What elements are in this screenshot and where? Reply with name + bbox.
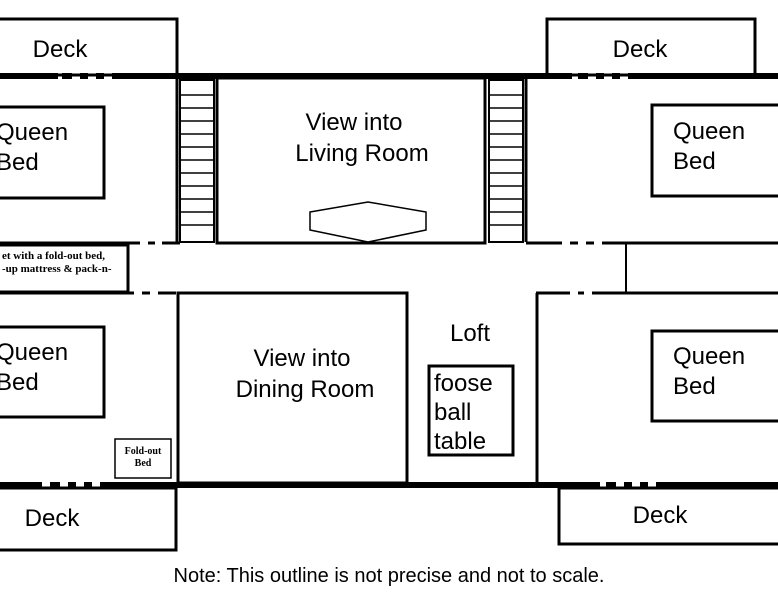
queen-bed-bottom-right: [650, 329, 778, 423]
deck-bottom-left: [0, 486, 178, 552]
deck-label: Deck: [33, 36, 89, 63]
stairs-left: [179, 79, 215, 243]
queen-bed-label: Queen: [0, 119, 68, 146]
closet-label: et with a fold-out bed,: [2, 250, 105, 262]
note: Note: This outline is not precise and no…: [174, 565, 605, 587]
stairs-right: [488, 79, 524, 243]
living-room-label: Living Room: [295, 140, 428, 167]
queen-bed-label: Queen: [0, 339, 68, 366]
deck-label: Deck: [613, 36, 669, 63]
foosball-label: table: [434, 428, 486, 455]
dining-room-label: Dining Room: [236, 376, 375, 403]
foosball-label: foose: [434, 370, 493, 397]
table-shape: [309, 201, 427, 243]
closet-label: -up mattress & pack-n-: [2, 263, 112, 275]
queen-bed-label: Bed: [0, 369, 39, 396]
queen-bed-top-right: [650, 103, 778, 198]
deck-label: Deck: [633, 502, 689, 529]
foldout-bed-label: Bed: [135, 458, 152, 469]
foldout-bed: [114, 438, 172, 479]
living-room-view: [215, 76, 487, 245]
queen-bed-label: Bed: [673, 373, 716, 400]
queen-bed-top-left: [0, 105, 106, 200]
foosball-table: [427, 364, 515, 457]
queen-bed-label: Queen: [673, 343, 745, 370]
deck-label: Deck: [25, 505, 81, 532]
deck-bottom-right: [557, 486, 778, 546]
living-room-label: View into: [306, 109, 403, 136]
queen-bed-label: Bed: [673, 148, 716, 175]
dining-room-label: View into: [254, 345, 351, 372]
foosball-label: ball: [434, 399, 471, 426]
queen-bed-bottom-left: [0, 325, 106, 419]
deck-top-left: [0, 17, 179, 77]
foldout-bed-label: Fold-out: [125, 446, 162, 457]
queen-bed-label: Queen: [673, 118, 745, 145]
queen-bed-label: Bed: [0, 149, 39, 176]
loft-label: Loft: [450, 320, 490, 347]
